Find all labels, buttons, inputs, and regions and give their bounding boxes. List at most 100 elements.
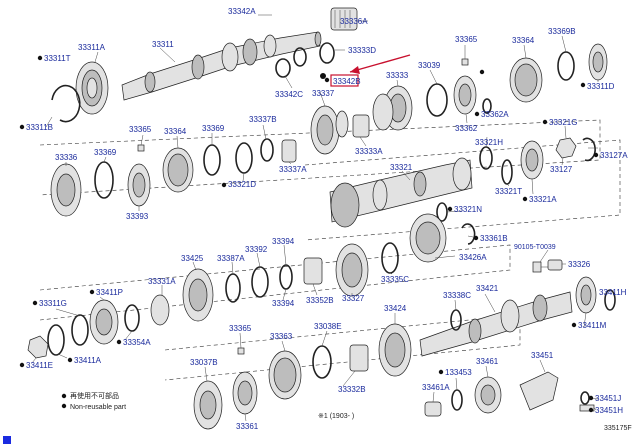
label-33342a: 33342A xyxy=(228,7,256,16)
label-33451j: 33451J xyxy=(595,394,621,403)
label-33337: 33337 xyxy=(312,89,335,98)
label-33421: 33421 xyxy=(476,284,499,293)
washer-33411a xyxy=(47,324,65,356)
label-33321d: 33321D xyxy=(228,180,256,189)
ring-33335c xyxy=(381,242,399,274)
label-33338c: 33338C xyxy=(443,291,471,300)
label-33321: 33321 xyxy=(390,163,413,172)
label-33461a: 33461A xyxy=(422,383,450,392)
gear-33424 xyxy=(378,323,412,377)
label-33364-b: 33364 xyxy=(512,36,535,45)
label-33461: 33461 xyxy=(476,357,499,366)
ring-33354a xyxy=(124,304,140,332)
label-33342c: 33342C xyxy=(275,90,303,99)
ring-33387a xyxy=(225,273,241,303)
label-33311: 33311 xyxy=(152,40,174,49)
gear-33425 xyxy=(182,268,214,322)
ring-33361b xyxy=(461,223,476,245)
bearing-33311a xyxy=(75,61,109,115)
pointer-arrow-head xyxy=(350,66,360,74)
label-33331a: 33331A xyxy=(148,277,176,286)
label-33394-a: 33394 xyxy=(272,237,295,246)
label-33337a: 33337A xyxy=(279,165,307,174)
label-33361: 33361 xyxy=(236,422,259,431)
bearing-33321a xyxy=(520,140,544,180)
needle-bearing-33352b xyxy=(303,257,323,285)
ring-33337b xyxy=(260,138,274,162)
synchro-ring-33039 xyxy=(426,83,448,117)
label-33321a: 33321A xyxy=(529,195,557,204)
sleeve-33364-top xyxy=(509,57,543,103)
sleeve-33364-row2 xyxy=(162,147,194,193)
label-90105-t0039: 90105-T0039 xyxy=(514,244,556,251)
label-33311t: 33311T xyxy=(44,54,71,63)
ring-33333d xyxy=(319,42,335,64)
ring-33321h xyxy=(479,146,493,170)
label-33394-b: 33394 xyxy=(272,299,295,308)
legend: 再使用不可部品 Non-reusable part xyxy=(61,391,126,411)
needle-bearing-33333a xyxy=(352,114,370,138)
gear-33336 xyxy=(50,163,82,217)
output-shaft-33421 xyxy=(419,291,573,357)
label-33337b: 33337B xyxy=(249,115,277,124)
needle-bearing-33461a xyxy=(424,401,442,417)
pointer-arrow xyxy=(349,54,411,73)
label-33411h: 33411H xyxy=(599,288,627,297)
part-labels: 33342A 33336A 33311T 33311A 33311 33333D… xyxy=(26,7,628,431)
ring-33369b xyxy=(557,51,575,81)
bearing-33411p xyxy=(89,299,119,345)
label-33411e: 33411E xyxy=(26,361,53,370)
legend-line-en: Non-reusable part xyxy=(70,404,126,411)
label-33392: 33392 xyxy=(245,245,268,254)
label-33321t: 33321T xyxy=(495,187,522,196)
nut-33411e xyxy=(27,335,49,359)
label-33037b: 33037B xyxy=(190,358,218,367)
gear-33426a xyxy=(409,213,447,263)
label-33311g: 33311G xyxy=(39,299,67,308)
label-33425: 33425 xyxy=(181,254,204,263)
label-33311b: 33311B xyxy=(26,123,53,132)
label-33321h: 33321H xyxy=(475,138,503,147)
washer-33321t xyxy=(501,159,513,185)
label-33311d: 33311D xyxy=(587,82,615,91)
shaft-33451 xyxy=(519,371,559,411)
sleeve-33363 xyxy=(268,350,302,400)
legend-line-ja: 再使用不可部品 xyxy=(70,391,119,400)
label-33369-a: 33369 xyxy=(202,124,225,133)
highlight-box-33342b xyxy=(330,74,359,87)
needle-bearing-33337a xyxy=(281,139,297,163)
label-33327: 33327 xyxy=(342,294,365,303)
needle-bearing-33332b xyxy=(349,344,369,372)
label-33038e: 33038E xyxy=(314,322,342,331)
group-outline-4 xyxy=(164,314,521,381)
nut-33127 xyxy=(555,137,577,159)
label-33411a: 33411A xyxy=(74,356,102,365)
non-reusable-markers xyxy=(19,55,599,413)
key-33365-top xyxy=(461,58,469,66)
label-33362: 33362 xyxy=(455,124,478,133)
bearing-33311d xyxy=(588,43,608,81)
footnote: ※1 (1903- ) xyxy=(318,413,354,420)
label-33363: 33363 xyxy=(270,332,293,341)
label-33311a: 33311A xyxy=(78,43,106,52)
label-33364-a: 33364 xyxy=(164,127,187,136)
label-33411m: 33411M xyxy=(578,321,607,330)
label-33336: 33336 xyxy=(55,153,78,162)
group-outline-3 xyxy=(39,244,511,321)
label-33451h: 33451H xyxy=(595,406,623,415)
diagram-code: 335175F xyxy=(604,425,632,432)
ring-133453 xyxy=(451,389,463,411)
label-33335c: 33335C xyxy=(381,275,409,284)
bearing-33331a xyxy=(150,294,170,326)
ring-33321d xyxy=(235,142,253,174)
gear-33037b xyxy=(193,380,223,430)
label-33321g: 33321G xyxy=(549,118,577,127)
label-33321n: 33321N xyxy=(454,205,482,214)
snap-ring-33311b xyxy=(51,84,81,123)
counter-shaft-33321 xyxy=(329,157,473,228)
input-shaft xyxy=(121,31,322,101)
label-33333: 33333 xyxy=(386,71,409,80)
clip-33342c xyxy=(275,47,307,78)
label-33342b: 33342B xyxy=(333,77,361,86)
label-33365-c: 33365 xyxy=(229,324,252,333)
